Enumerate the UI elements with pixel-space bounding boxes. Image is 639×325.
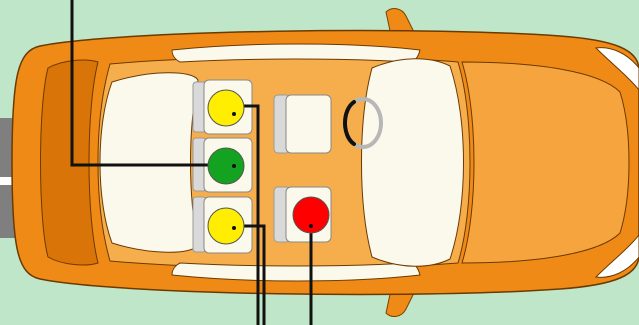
indicator-light-rear-right[interactable] (207, 207, 245, 245)
car-trunk (40, 59, 99, 266)
sensor-wires (70, 0, 313, 325)
side-window-top (171, 43, 421, 63)
steering-wheel-icon (343, 97, 383, 149)
indicator-light-rear-center[interactable] (207, 147, 245, 185)
headlight-bottom (594, 234, 639, 278)
indicator-light-rear-left[interactable] (207, 89, 245, 127)
side-window-bottom (171, 262, 421, 282)
indicator-dot-front-passenger (309, 224, 313, 228)
windshield (361, 58, 464, 267)
headlight-top (594, 47, 639, 91)
indicator-light-front-passenger[interactable] (292, 196, 330, 234)
steering-wheel-grip (343, 100, 356, 146)
rear-window (99, 72, 199, 253)
wire-rear-center (70, 0, 226, 167)
car-hood (461, 61, 630, 264)
seat-front-driver[interactable] (285, 94, 332, 154)
indicator-dot-rear-right (232, 226, 236, 230)
indicator-dot-rear-center (232, 164, 236, 168)
indicator-dot-rear-left (232, 112, 236, 116)
